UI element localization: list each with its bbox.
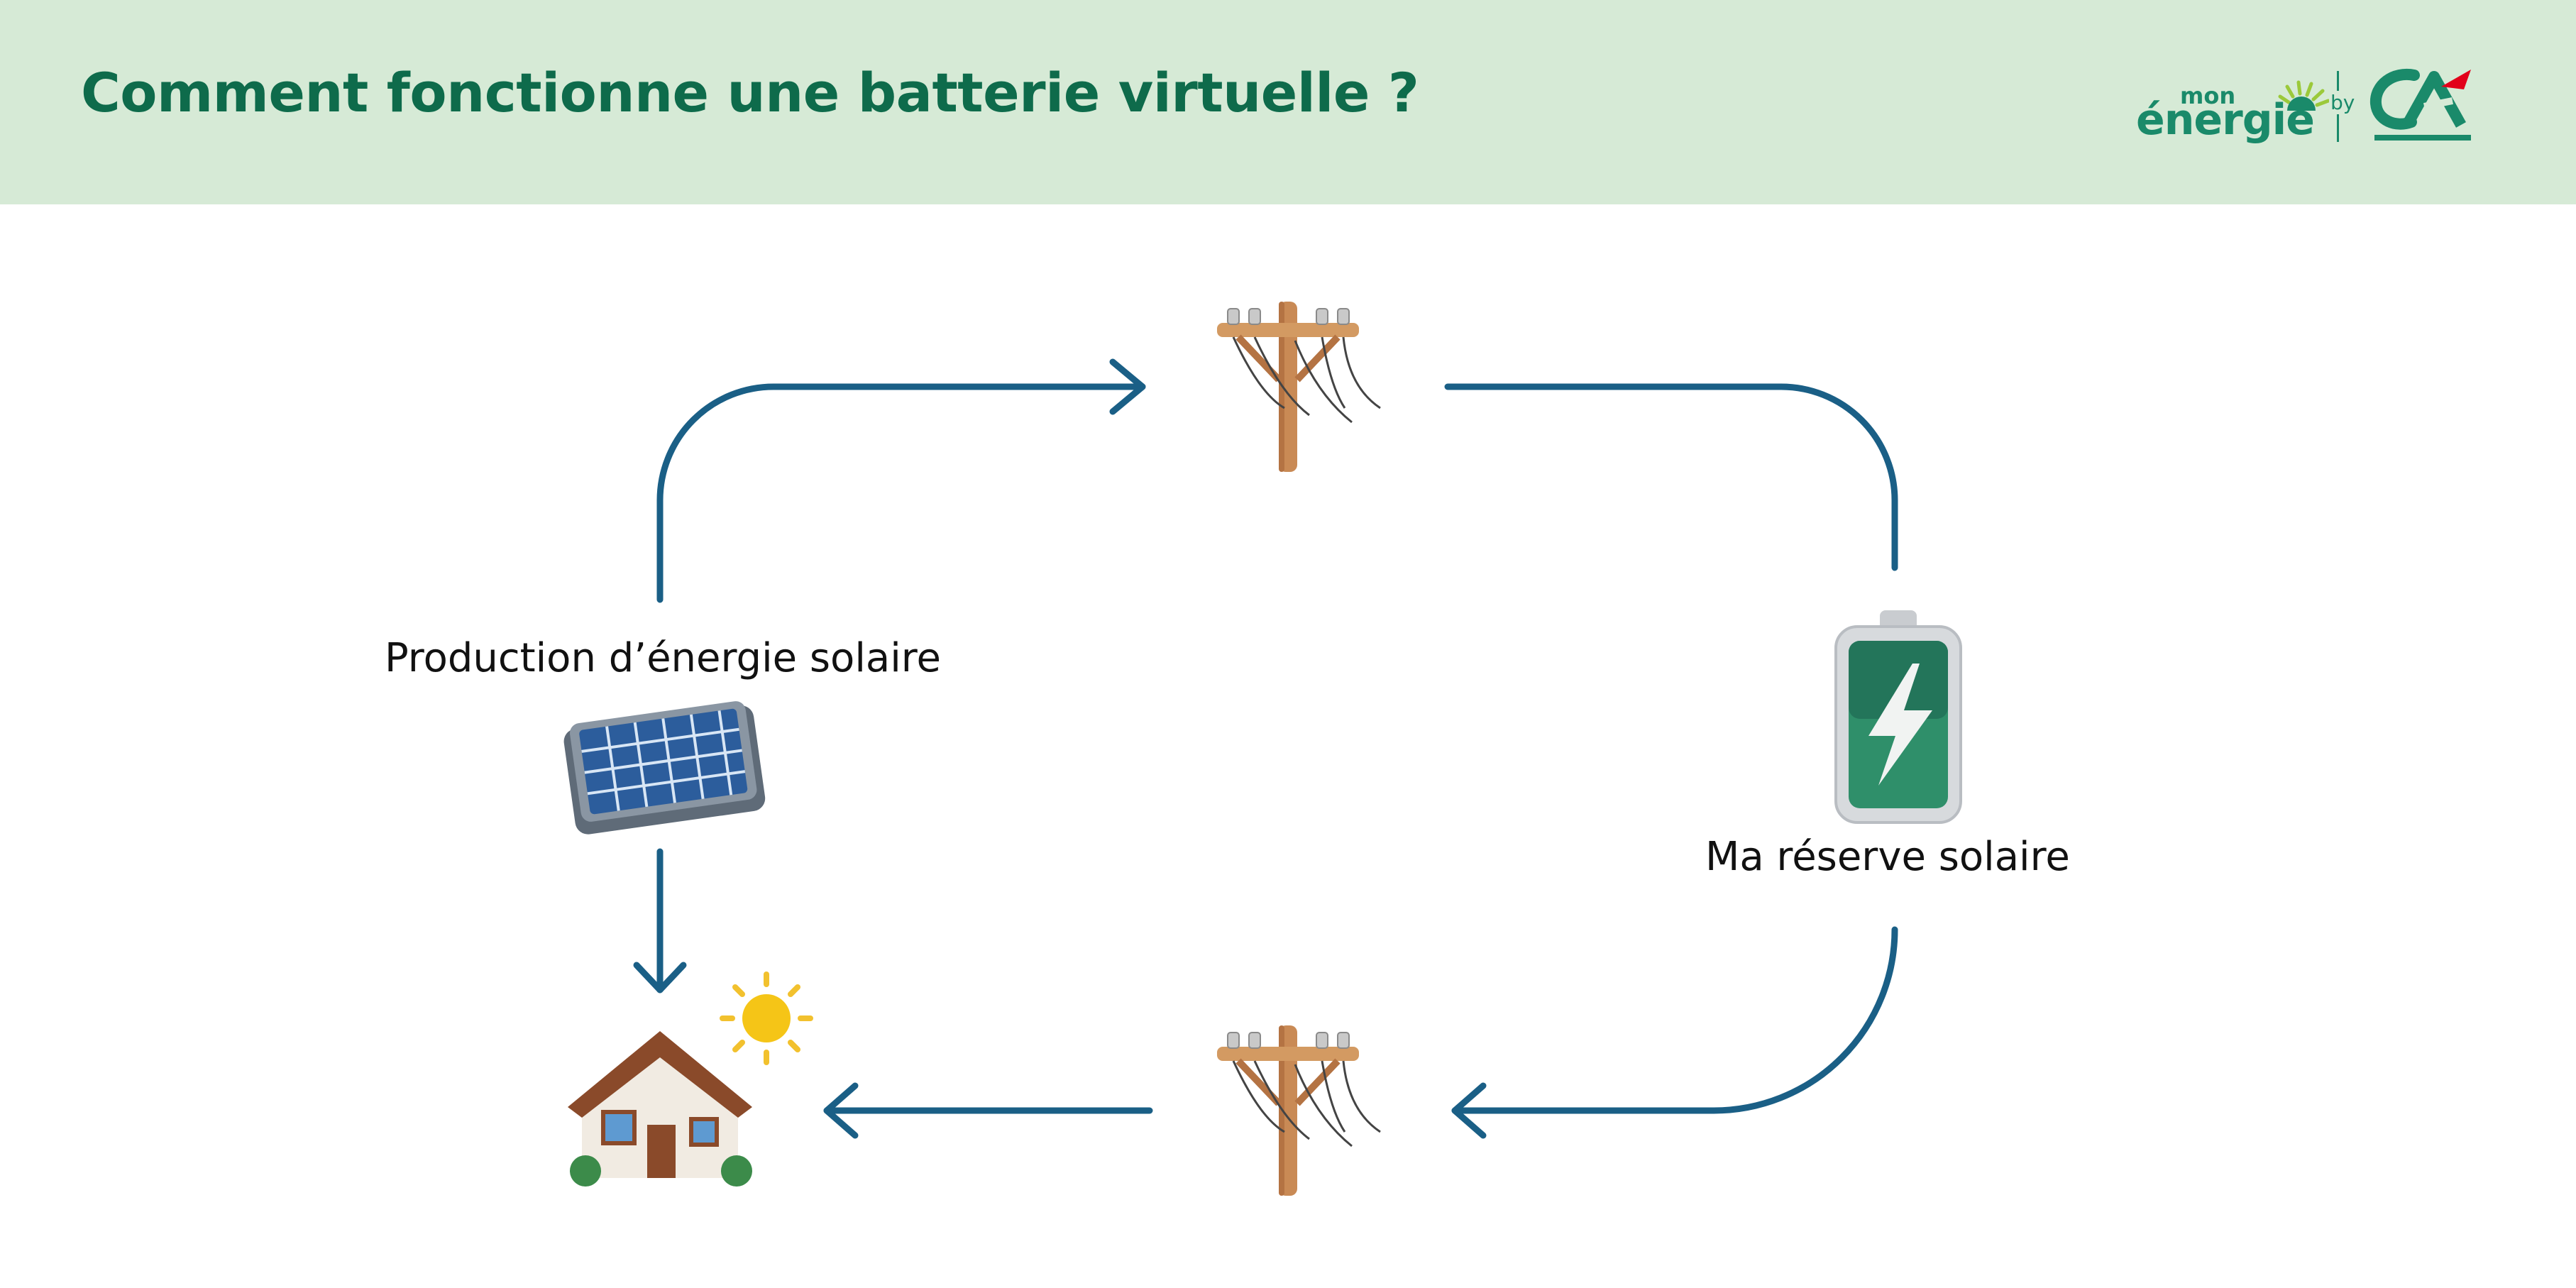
arrowhead-house <box>823 1082 859 1139</box>
flow-arrow-to-bottom-pole <box>1451 926 1898 1114</box>
sun-rays-logo-icon <box>2278 80 2330 111</box>
solar-panel-icon <box>563 701 766 835</box>
utility-pole-icon <box>1217 1025 1381 1196</box>
logo-by-text: by <box>2329 91 2357 114</box>
sun-icon <box>720 971 813 1065</box>
arrowhead-bottom-right <box>1451 1082 1487 1139</box>
utility-pole-icon <box>1217 302 1381 472</box>
logo-energie-text: énergie <box>2136 95 2315 145</box>
logo-mon-text: mon <box>2180 82 2236 109</box>
flow-line-to-battery <box>1444 383 1898 571</box>
battery-icon <box>1834 610 1962 824</box>
arrowhead-down <box>633 962 687 993</box>
brand-logo[interactable]: mon énergie by <box>2129 65 2484 150</box>
house-icon <box>568 1031 752 1187</box>
header: Comment fonctionne une batterie virtuell… <box>0 0 2576 204</box>
solar-production-label: Production d’énergie solaire <box>385 635 941 681</box>
page-title: Comment fonctionne une batterie virtuell… <box>81 61 1419 124</box>
solar-reserve-label: Ma réserve solaire <box>1705 834 2070 880</box>
flow-arrow-to-top-pole <box>656 383 1146 603</box>
arrowhead-top <box>1109 358 1146 415</box>
credit-agricole-logo-icon <box>2369 68 2471 141</box>
